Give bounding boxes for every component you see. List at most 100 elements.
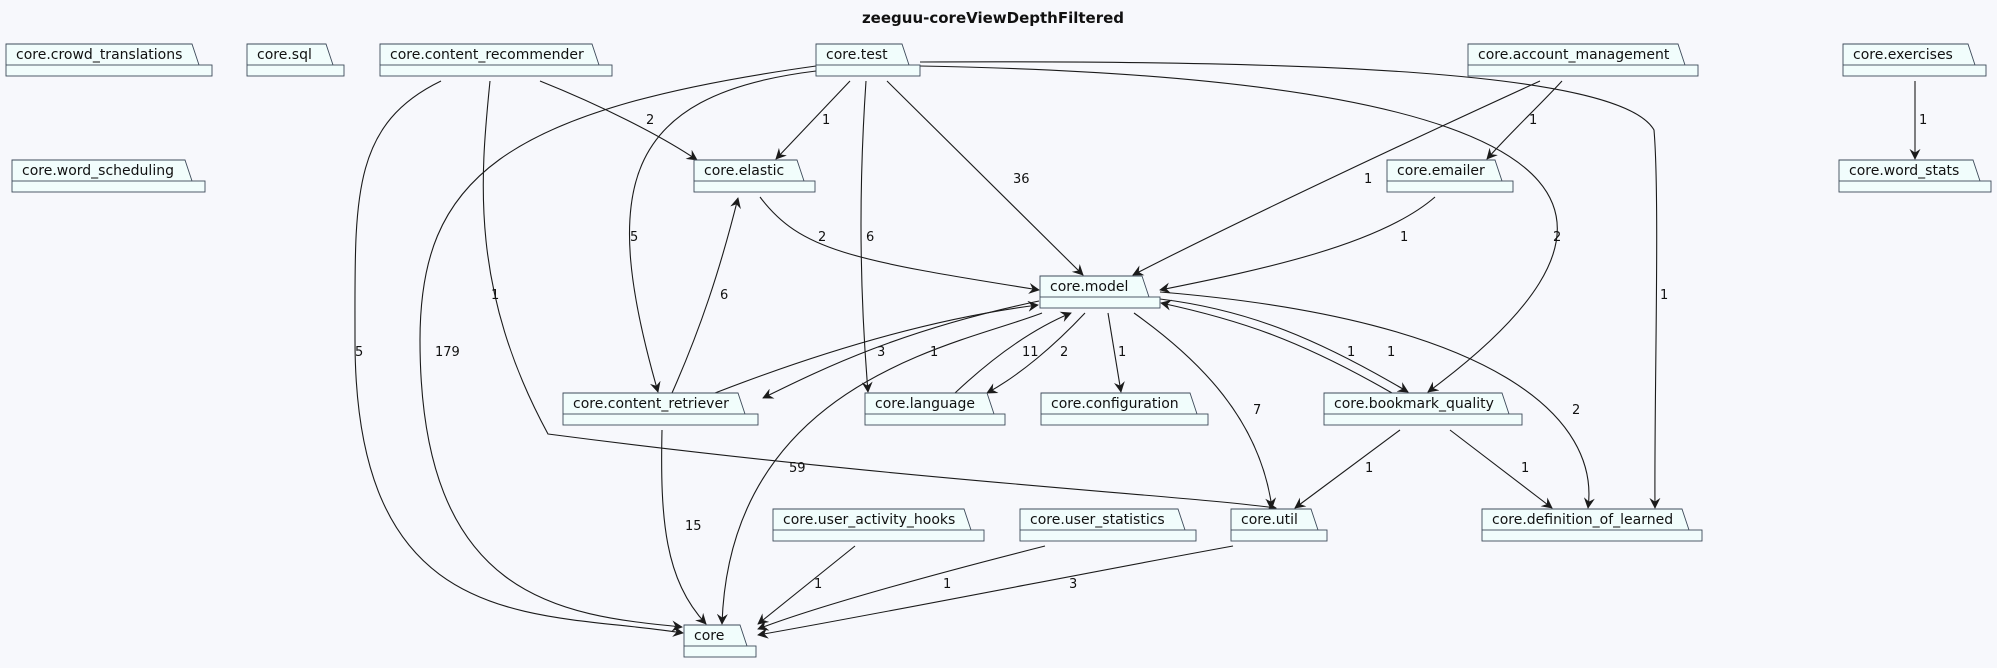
package-label: core.definition_of_learned <box>1492 512 1673 528</box>
package-tab <box>815 43 910 66</box>
edge-weight-label: 36 <box>1013 172 1030 187</box>
package-label: core <box>694 628 724 644</box>
package-tab <box>1230 508 1319 531</box>
package-label: core.word_stats <box>1849 163 1959 179</box>
edge-line <box>1107 312 1125 393</box>
dependency-edge-model-to-core: 59 <box>716 312 1043 625</box>
dependency-edge-test-to-language: 6 <box>860 80 874 393</box>
package-language: core.language <box>864 392 1006 426</box>
package-model: core.model <box>1039 275 1161 309</box>
package-tab <box>1838 159 1981 182</box>
package-label: core.util <box>1241 512 1298 528</box>
package-tab <box>379 43 600 66</box>
edge-line <box>539 80 698 161</box>
edge-line <box>1159 196 1436 294</box>
edge-weight-label: 3 <box>1069 577 1077 592</box>
package-definition-of-learned: core.definition_of_learned <box>1481 508 1703 542</box>
edge-line <box>419 65 817 632</box>
edge-weight-label: 1 <box>814 577 822 592</box>
dependency-edge-exercises-to-word-stats: 1 <box>1909 81 1927 160</box>
package-tab <box>1039 275 1150 298</box>
dependency-edge-content-recommender-to-util: 1 <box>482 80 1277 513</box>
package-tab <box>1467 43 1686 66</box>
package-body <box>693 180 816 193</box>
package-label: core.language <box>875 396 975 412</box>
package-tab <box>693 159 805 182</box>
package-body <box>1230 529 1328 542</box>
dependency-edge-content-retriever-to-core: 15 <box>661 429 707 625</box>
package-body <box>1467 64 1699 77</box>
package-tab <box>562 392 746 415</box>
edge-weight-label: 1 <box>1660 288 1668 303</box>
edge-line <box>759 196 1040 294</box>
edge-line <box>919 61 1661 509</box>
package-account-management: core.account_management <box>1467 43 1699 77</box>
dependency-edge-emailer-to-model: 1 <box>1159 196 1436 294</box>
package-label: core.account_management <box>1478 47 1670 63</box>
package-body <box>379 64 613 77</box>
package-crowd-translations: core.crowd_translations <box>5 43 213 77</box>
edge-weight-label: 1 <box>1387 345 1395 360</box>
dependency-edge-content-recommender-to-core: 5 <box>354 80 684 637</box>
package-label: core.sql <box>257 47 312 63</box>
package-label: core.model <box>1050 279 1128 295</box>
dependency-edge-test-to-bookmark-quality: 2 <box>919 65 1561 393</box>
dependency-edge-model-to-content-retriever: 1 <box>762 300 1040 399</box>
dependency-edge-content-retriever-to-model: 3 <box>714 300 1039 394</box>
package-body <box>864 413 1006 426</box>
edge-line <box>671 197 741 394</box>
dependency-edge-content-recommender-to-elastic: 2 <box>539 80 698 161</box>
edge-weight-label: 1 <box>943 577 951 592</box>
edge-line <box>1486 80 1563 160</box>
dependency-edge-user-activity-hooks-to-core: 1 <box>757 545 856 625</box>
dependency-edge-test-to-core: 179 <box>419 65 817 632</box>
dependency-edge-test-to-elastic: 1 <box>775 80 851 160</box>
edge-weight-label: 1 <box>1365 461 1373 476</box>
edge-weight-label: 1 <box>1521 461 1529 476</box>
package-sql: core.sql <box>246 43 345 77</box>
dependency-edge-elastic-to-model: 2 <box>759 196 1040 294</box>
package-label: core.content_recommender <box>390 47 584 63</box>
package-body <box>1386 180 1514 193</box>
dependency-edge-bookmark-quality-to-definition-of-learned: 1 <box>1449 429 1553 509</box>
edge-weight-label: 59 <box>789 461 806 476</box>
edge-line <box>757 545 1234 639</box>
package-label: core.exercises <box>1853 47 1953 63</box>
edge-line <box>1159 291 1595 509</box>
edge-line <box>954 311 1072 394</box>
package-body <box>5 64 213 77</box>
edge-weight-label: 2 <box>1572 403 1580 418</box>
package-core: core <box>683 624 757 658</box>
dependency-edge-model-to-definition-of-learned: 2 <box>1159 291 1595 509</box>
package-body <box>1323 413 1523 426</box>
package-content-retriever: core.content_retriever <box>562 392 759 426</box>
edge-line <box>886 80 1084 276</box>
package-bookmark-quality: core.bookmark_quality <box>1323 392 1523 426</box>
edge-line <box>775 80 851 160</box>
package-tab <box>1019 508 1186 531</box>
edge-weight-label: 1 <box>1364 172 1372 187</box>
package-util: core.util <box>1230 508 1328 542</box>
edge-weight-label: 5 <box>355 345 363 360</box>
dependency-edge-language-to-model: 11 <box>954 311 1072 394</box>
edge-line <box>661 429 707 625</box>
edge-line <box>757 545 1046 631</box>
package-tab <box>5 43 200 66</box>
edge-line <box>762 300 1040 399</box>
dependency-edge-model-to-configuration: 1 <box>1107 312 1126 393</box>
package-label: core.test <box>826 47 888 63</box>
package-word-scheduling: core.word_scheduling <box>11 159 206 193</box>
edge-weight-label: 7 <box>1253 403 1261 418</box>
package-body <box>1040 413 1209 426</box>
edge-weight-label: 2 <box>818 230 826 245</box>
package-tab <box>1481 508 1690 531</box>
dependency-edge-test-to-model: 36 <box>886 80 1084 276</box>
dependency-edge-bookmark-quality-to-model: 1 <box>1160 299 1393 394</box>
package-elastic: core.elastic <box>693 159 816 193</box>
package-label: core.user_activity_hooks <box>783 512 955 528</box>
edge-weight-label: 1 <box>822 113 830 128</box>
package-label: core.word_scheduling <box>22 163 174 179</box>
package-tab <box>864 392 995 415</box>
package-tab <box>11 159 193 182</box>
